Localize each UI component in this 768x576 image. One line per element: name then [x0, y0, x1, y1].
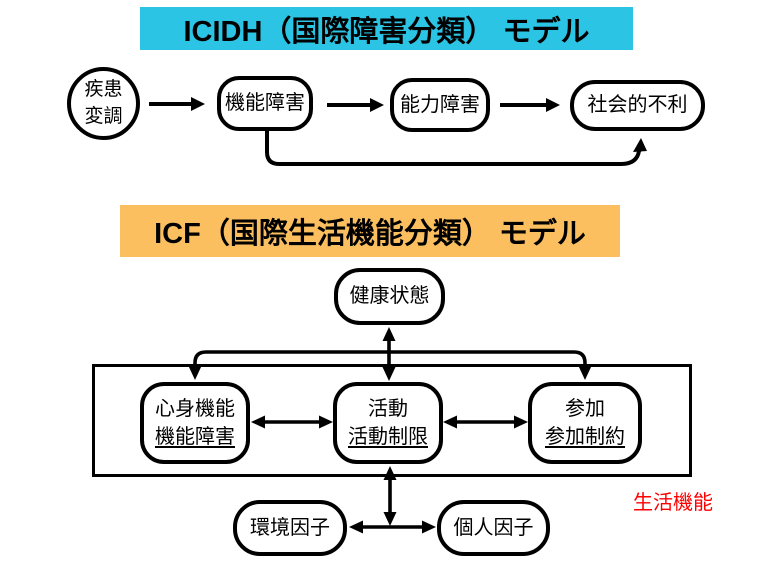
arrow-impairment-to-disability [327, 98, 384, 112]
personal-factor-label: 個人因子 [453, 516, 534, 539]
icf-life-function-label: 生活機能 [633, 492, 713, 514]
activity-line1: 活動 [368, 397, 408, 420]
activity-line2: 活動制限 [348, 426, 428, 448]
icidh-node-disability: 能力障害 [390, 78, 490, 132]
arrow-environment-personal-bidirectional [349, 520, 436, 534]
impairment-label: 機能障害 [225, 92, 305, 115]
icidh-node-disease: 疾患 変調 [67, 67, 140, 140]
icf-node-environment-factor: 環境因子 [233, 500, 347, 556]
arrow-disability-to-handicap [500, 98, 560, 112]
icf-node-participation: 参加 参加制約 [528, 382, 642, 464]
disability-label: 能力障害 [400, 93, 480, 116]
icf-node-health-state: 健康状態 [334, 268, 445, 325]
icf-node-personal-factor: 個人因子 [437, 500, 550, 556]
icf-title: ICF（国際生活機能分類） モデル [154, 218, 586, 250]
body-functions-line1: 心身機能 [155, 397, 235, 420]
icidh-node-impairment: 機能障害 [217, 76, 313, 131]
handicap-label: 社会的不利 [587, 94, 688, 117]
participation-line2: 参加制約 [545, 426, 625, 448]
icf-node-body-functions: 心身機能 機能障害 [140, 382, 250, 464]
icf-node-activity: 活動 活動制限 [333, 382, 443, 464]
icidh-title: ICIDH（国際障害分類） モデル [183, 15, 590, 48]
arrow-disease-to-impairment [149, 97, 205, 111]
icf-title-banner: ICF（国際生活機能分類） モデル [120, 205, 620, 257]
body-functions-line2: 機能障害 [155, 426, 235, 448]
icidh-node-handicap: 社会的不利 [570, 80, 705, 131]
disease-label-line2: 変調 [84, 105, 123, 127]
health-state-label: 健康状態 [349, 285, 430, 308]
icidh-title-banner: ICIDH（国際障害分類） モデル [140, 7, 633, 50]
arrow-impairment-to-handicap-bypass [265, 131, 647, 166]
environment-factor-label: 環境因子 [250, 516, 330, 539]
participation-line1: 参加 [565, 397, 605, 420]
disease-label-line1: 疾患 [84, 78, 123, 100]
